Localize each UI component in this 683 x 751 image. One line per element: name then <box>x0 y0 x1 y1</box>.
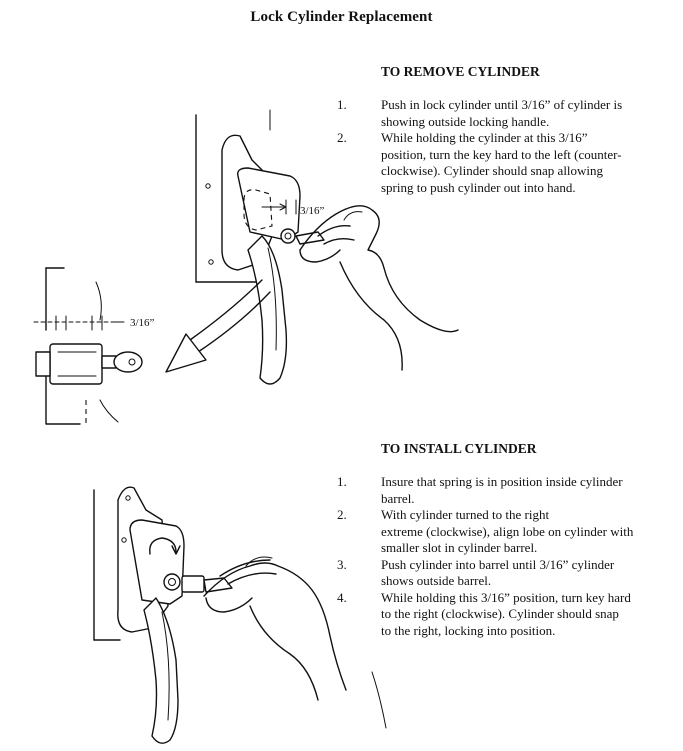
remove-cylinder-heading: TO REMOVE CYLINDER <box>381 64 540 79</box>
step-number: 1. <box>337 97 347 112</box>
install-step-4: 4. While holding this 3/16” position, tu… <box>337 590 657 640</box>
install-step-1: 1. Insure that spring is in position ins… <box>337 474 657 507</box>
step-text: Push in lock cylinder until 3/16” of cyl… <box>381 97 623 129</box>
remove-step-2: 2. While holding the cylinder at this 3/… <box>337 130 657 196</box>
remove-step-1: 1. Push in lock cylinder until 3/16” of … <box>337 97 657 130</box>
cylinder-side-detail: 3/16” <box>33 267 155 426</box>
step-text: Push cylinder into barrel until 3/16” cy… <box>381 556 615 589</box>
step-text: While holding this 3/16” position, turn … <box>381 589 631 638</box>
dimension-label-side: 3/16” <box>130 317 155 329</box>
step-number: 2. <box>337 130 347 145</box>
install-steps-list: 1. Insure that spring is in position ins… <box>337 474 657 639</box>
page-title: Lock Cylinder Replacement <box>250 9 433 25</box>
install-cylinder-heading: TO INSTALL CYLINDER <box>381 441 537 456</box>
step-number: 3. <box>337 556 347 572</box>
remove-steps-list: 1. Push in lock cylinder until 3/16” of … <box>337 97 657 196</box>
step-text: While holding the cylinder at this 3/16”… <box>381 130 622 195</box>
step-number: 2. <box>337 507 347 522</box>
dimension-label-top: 3/16” <box>300 205 325 217</box>
install-step-2: 2. With cylinder turned to the right ext… <box>337 507 657 557</box>
step-number: 1. <box>337 474 347 489</box>
remove-cylinder-illustration: 3/16” <box>165 109 459 385</box>
step-text: With cylinder turned to the right extrem… <box>381 507 634 555</box>
install-step-3: 3. Push cylinder into barrel until 3/16”… <box>337 557 657 590</box>
install-cylinder-illustration <box>93 486 387 744</box>
step-number: 4. <box>337 589 347 605</box>
step-text: Insure that spring is in position inside… <box>381 474 623 506</box>
